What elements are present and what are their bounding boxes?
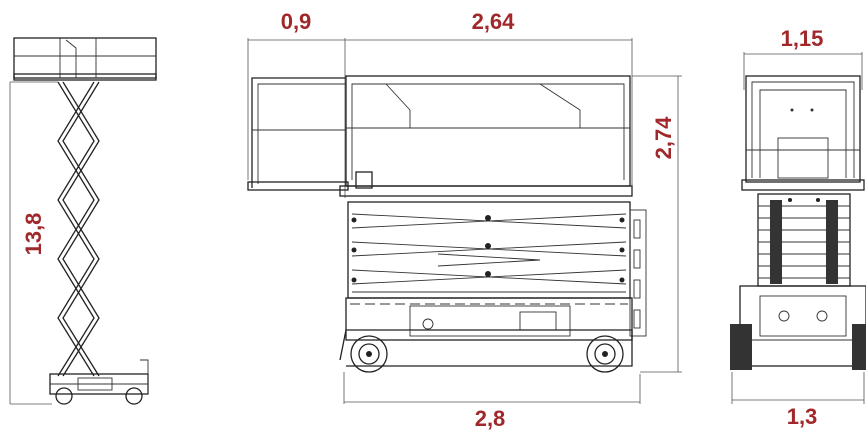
side-elevation-view: 0,9 2,64 <box>247 9 682 430</box>
overall-length-label: 2,8 <box>475 406 506 430</box>
front-elevation-view: 1,15 <box>730 26 866 429</box>
platform-length-label: 2,64 <box>472 9 516 34</box>
front-platform <box>741 75 865 191</box>
stowed-scissors <box>347 201 647 337</box>
main-platform <box>339 75 633 197</box>
extension-deck <box>247 77 349 191</box>
scissor-arms <box>57 81 100 377</box>
overall-width-label: 1,3 <box>787 404 818 429</box>
platform-width-label: 1,15 <box>781 26 824 51</box>
extended-lift-view: 13,8 <box>9 37 157 405</box>
side-height-label: 13,8 <box>21 213 46 256</box>
front-scissors <box>757 193 851 287</box>
side-chassis <box>339 297 633 373</box>
front-base <box>730 285 866 370</box>
stowed-height-label: 2,74 <box>651 116 676 160</box>
extended-platform <box>13 37 157 81</box>
extended-base <box>49 359 149 405</box>
front-overhang-label: 0,9 <box>281 9 312 34</box>
